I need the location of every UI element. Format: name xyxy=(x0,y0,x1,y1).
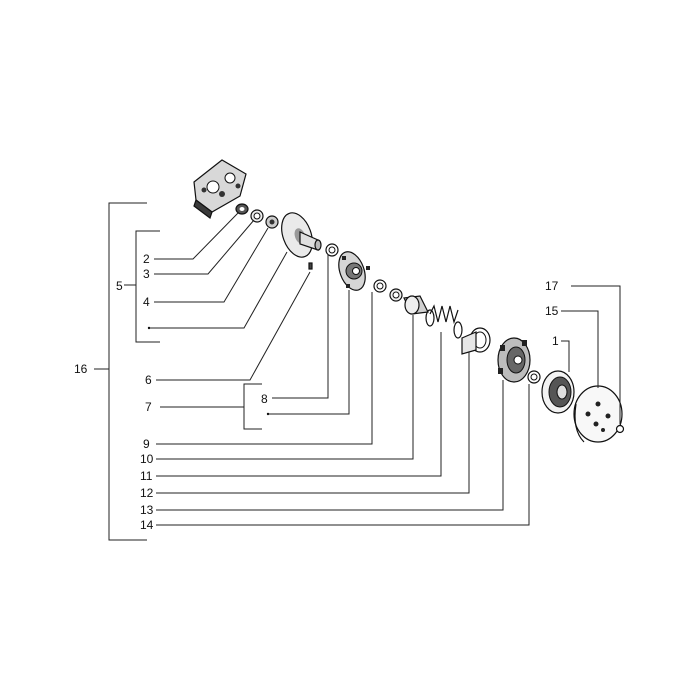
part-2-ring xyxy=(235,203,249,215)
callout-7: 7 xyxy=(145,400,152,414)
callout-5: 5 xyxy=(116,279,123,293)
part-14-nut xyxy=(527,370,541,384)
part-15-outer-bell xyxy=(573,385,623,443)
callout-9: 9 xyxy=(143,437,150,451)
callout-dot-5-group xyxy=(147,326,151,330)
part-10-sleeve xyxy=(403,295,429,315)
callout-2: 2 xyxy=(143,252,150,266)
callout-4: 4 xyxy=(143,295,150,309)
callout-8: 8 xyxy=(261,392,268,406)
callout-labels: 16 5 2 3 4 6 7 8 9 10 11 12 13 14 1 15 1… xyxy=(74,252,559,532)
callout-10: 10 xyxy=(140,452,154,466)
part-13-clutch xyxy=(497,337,531,383)
drive-housing-part xyxy=(193,159,247,219)
callout-15: 15 xyxy=(545,304,559,318)
part-17-end-nut xyxy=(615,424,625,434)
fixed-pulley-part xyxy=(281,212,322,258)
callout-dot-7-group xyxy=(266,412,270,416)
callout-1: 1 xyxy=(552,334,559,348)
washer-part xyxy=(389,288,403,302)
part-4-bearing xyxy=(265,215,279,229)
callout-3: 3 xyxy=(143,267,150,281)
part-3-washer xyxy=(250,209,264,223)
part-9-ring xyxy=(373,279,387,293)
leader-lines xyxy=(94,202,621,541)
movable-pulley-part xyxy=(338,251,370,291)
callout-17: 17 xyxy=(545,279,559,293)
callout-13: 13 xyxy=(140,503,154,517)
part-6-pin xyxy=(308,262,313,270)
callout-16: 16 xyxy=(74,362,88,376)
callout-14: 14 xyxy=(140,518,154,532)
part-12-cup xyxy=(461,327,491,355)
callout-12: 12 xyxy=(140,486,154,500)
part-8-ring xyxy=(325,243,339,257)
part-1-clutch-drum xyxy=(541,370,575,414)
part-11-spring xyxy=(425,304,463,339)
callout-6: 6 xyxy=(145,373,152,387)
callout-11: 11 xyxy=(140,469,153,483)
